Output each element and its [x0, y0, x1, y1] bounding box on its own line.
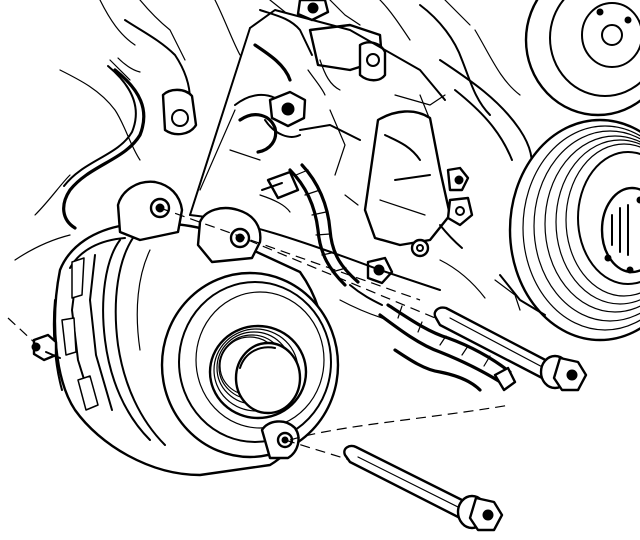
- detail-lines: [229, 109, 521, 311]
- engine-block: [14, 0, 533, 291]
- wiring-harness: [261, 163, 517, 392]
- alternator: [31, 180, 340, 477]
- alternator-pulley: [208, 324, 308, 420]
- mounting-bolt-upper: [433, 306, 588, 392]
- mounting-bolt-lower: [343, 444, 504, 532]
- bolt-center-lines: [7, 207, 511, 461]
- crankshaft-pulley: [499, 0, 640, 342]
